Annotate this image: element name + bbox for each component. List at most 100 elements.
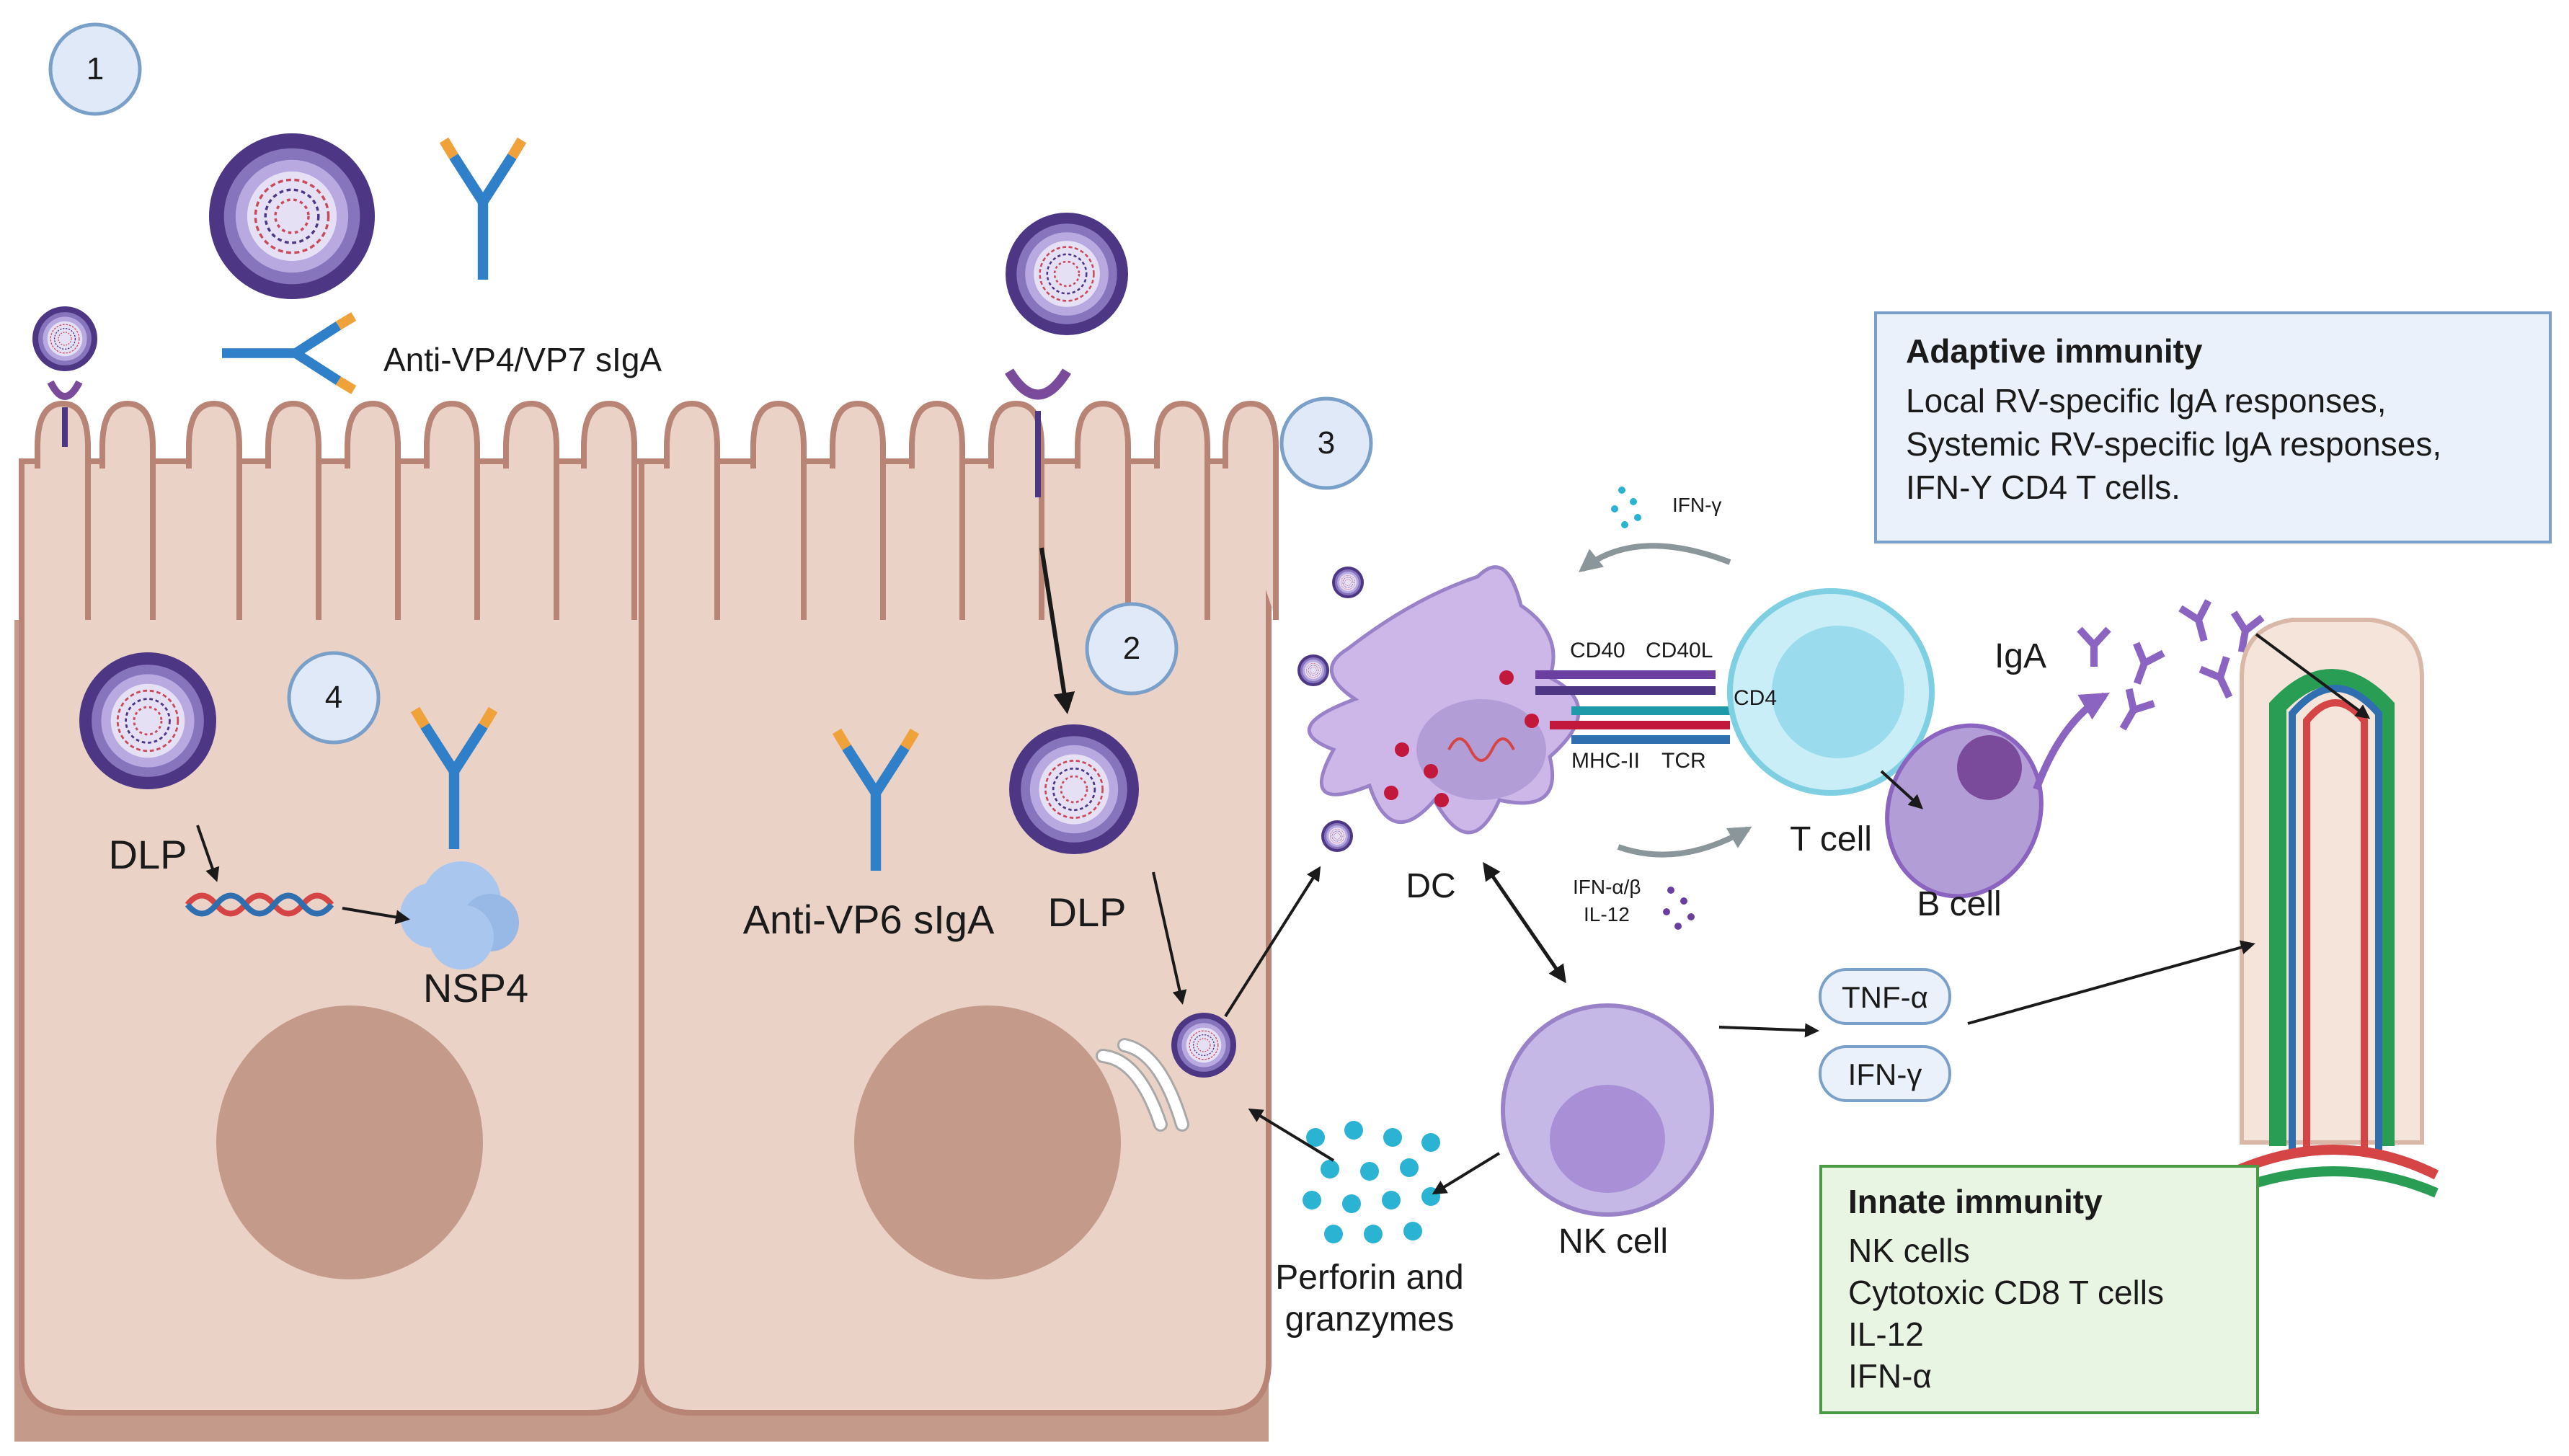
step-2: 2 (1085, 602, 1179, 696)
iga-antibody (2198, 656, 2233, 699)
perforin-dot (1421, 1133, 1440, 1152)
perforin-dot (1403, 1222, 1422, 1240)
label-iga: IgA (1995, 637, 2046, 675)
microvillus (664, 400, 720, 620)
label-il12: IL-12 (1584, 903, 1630, 925)
microvillus (503, 400, 559, 620)
perforin-dot (1303, 1191, 1321, 1209)
microvillus (750, 400, 807, 620)
innate-immunity-box: Innate immunity NK cells Cytotoxic CD8 T… (1819, 1165, 2259, 1414)
innate-line: IL-12 (1848, 1315, 1924, 1353)
intestinal-villus (2225, 618, 2439, 1198)
iga-antibody (2133, 642, 2165, 685)
antibody-vp4-top (444, 141, 522, 280)
label-nk-cell: NK cell (1558, 1222, 1668, 1261)
label-dlp-left: DLP (109, 832, 187, 877)
arrows (196, 543, 2371, 1195)
virus-dc-2 (1297, 654, 1330, 687)
iga-antibody (2077, 626, 2111, 667)
antibody-vp4-bottom (222, 316, 354, 390)
perforin-dot (1344, 1121, 1363, 1140)
virus-entering (1004, 211, 1130, 337)
nk-cell (1501, 1003, 1714, 1217)
label-tcr: TCR (1661, 749, 1706, 773)
label-cd40l: CD40L (1646, 639, 1713, 662)
microvillus (1154, 400, 1210, 620)
golgi-apparatus (1096, 1038, 1189, 1132)
virus-dc-1 (1331, 566, 1365, 599)
ifn-gamma-dots (1611, 487, 1641, 528)
adaptive-line: IFN-Y CD4 T cells. (1906, 469, 2180, 506)
iga-antibodies (2077, 599, 2265, 731)
microvilli (35, 400, 1279, 620)
step-3: 3 (1279, 396, 1373, 490)
ifn-ab-dots (1663, 887, 1695, 930)
adaptive-immunity-box: Adaptive immunity Local RV-specific lgA … (1874, 311, 2552, 543)
perforin-dot (1383, 1128, 1402, 1147)
label-ifn-ab: IFN-α/β (1573, 876, 1641, 898)
nsp4-protein (400, 861, 519, 969)
perforin-dot (1360, 1162, 1379, 1181)
virus-dlp-mid (1008, 723, 1140, 856)
step-4: 4 (287, 651, 381, 745)
perforin-dot (1400, 1158, 1419, 1177)
microvillus (830, 400, 886, 620)
microvillus (35, 400, 91, 620)
innate-line: Cytotoxic CD8 T cells (1848, 1274, 2164, 1311)
label-t-cell: T cell (1790, 820, 1872, 858)
nucleus-left (216, 1006, 483, 1279)
microvillus (345, 400, 401, 620)
label-dlp-mid: DLP (1048, 889, 1127, 935)
label-cd40: CD40 (1570, 639, 1625, 662)
virus-golgi (1171, 1012, 1237, 1078)
label-nsp4: NSP4 (423, 965, 528, 1011)
microvillus (99, 400, 156, 620)
label-perforin-1: Perforin and (1275, 1259, 1464, 1297)
perforin-dot (1364, 1225, 1383, 1243)
virus-dlp-left (78, 651, 218, 791)
microvillus (581, 400, 637, 620)
tnf-alpha-pill: TNF-α (1819, 968, 1951, 1025)
ifn-gamma-pill: IFN-γ (1819, 1045, 1951, 1102)
svg-text:1: 1 (86, 51, 104, 86)
perforin-dot (1324, 1225, 1343, 1243)
microvillus (424, 400, 480, 620)
adaptive-line: Local RV-specific lgA responses, (1906, 382, 2387, 420)
label-dc: DC (1406, 867, 1455, 905)
microvillus (1075, 400, 1131, 620)
svg-text:4: 4 (325, 680, 342, 715)
step-1: 1 (48, 22, 142, 116)
dc-tcell-synapse (1535, 670, 1730, 744)
label-anti-vp4-vp7: Anti-VP4/VP7 sIgA (383, 341, 662, 378)
svg-text:2: 2 (1123, 631, 1140, 666)
virus-large-top (208, 132, 376, 301)
label-perforin-2: granzymes (1285, 1300, 1455, 1339)
receptor-mid (1005, 368, 1071, 400)
innate-line: NK cells (1848, 1232, 1970, 1269)
svg-text:TNF-α: TNF-α (1842, 980, 1928, 1014)
perforin-granzyme-dots (1303, 1121, 1440, 1243)
label-cd4: CD4 (1734, 686, 1777, 710)
microvillus (1223, 400, 1279, 620)
label-anti-vp6: Anti-VP6 sIgA (743, 897, 995, 942)
iga-antibody (2178, 599, 2212, 642)
microvillus (909, 400, 965, 620)
nucleus-right (854, 1006, 1121, 1279)
perforin-dot (1382, 1191, 1401, 1209)
adaptive-title: Adaptive immunity (1906, 332, 2203, 370)
iga-antibody (2119, 688, 2155, 731)
svg-text:3: 3 (1318, 425, 1335, 461)
t-cell (1727, 588, 1935, 796)
perforin-dot (1306, 1128, 1325, 1147)
rna-strand-red (185, 892, 334, 917)
innate-line: IFN-α (1848, 1357, 1933, 1395)
b-cell (1885, 723, 2044, 899)
rna-strand-blue (185, 892, 334, 917)
perforin-dot (1321, 1160, 1339, 1178)
dendritic-cell (1308, 565, 1581, 835)
virus-small-left (32, 306, 98, 372)
svg-text:IFN-γ: IFN-γ (1848, 1057, 1922, 1091)
receptor-left (47, 380, 83, 400)
